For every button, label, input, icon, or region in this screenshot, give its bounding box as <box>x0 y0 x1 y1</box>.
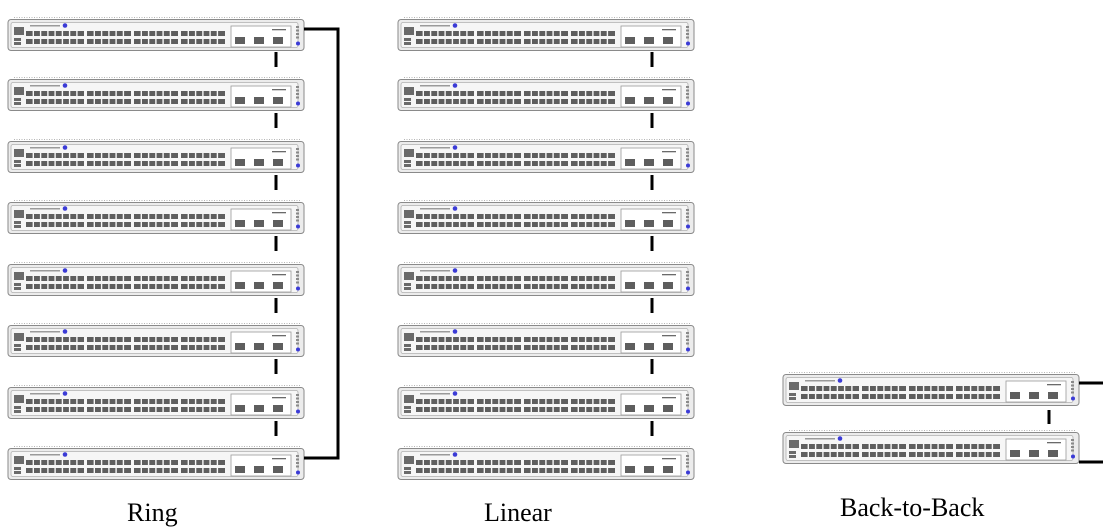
network-switch-icon <box>7 384 305 420</box>
network-switch-icon <box>7 76 305 112</box>
linear-switch-stack <box>397 16 695 481</box>
ring-stack-cables <box>274 27 340 460</box>
linear-topology: Linear <box>397 16 695 527</box>
network-switch-icon <box>397 16 695 52</box>
network-switch-icon <box>397 384 695 420</box>
ring-caption: Ring <box>127 498 178 527</box>
network-switch-icon <box>397 138 695 174</box>
network-switch-icon <box>7 138 305 174</box>
network-switch-icon <box>7 261 305 297</box>
network-switch-icon <box>782 371 1080 407</box>
network-switch-icon <box>782 429 1080 465</box>
network-switch-icon <box>7 199 305 235</box>
network-switch-icon <box>397 261 695 297</box>
network-switch-icon <box>7 445 305 481</box>
network-switch-icon <box>397 76 695 112</box>
back-to-back-cables <box>1047 381 1103 464</box>
network-switch-icon <box>397 199 695 235</box>
back-to-back-caption: Back-to-Back <box>840 493 984 522</box>
network-switch-icon <box>397 445 695 481</box>
network-switch-icon <box>397 322 695 358</box>
ring-topology: Ring <box>7 16 340 527</box>
back-to-back-switch-stack <box>782 371 1080 465</box>
ring-switch-stack <box>7 16 305 481</box>
network-switch-icon <box>7 322 305 358</box>
linear-caption: Linear <box>484 498 552 527</box>
network-switch-icon <box>7 16 305 52</box>
back-to-back-topology: Back-to-Back <box>782 371 1103 522</box>
